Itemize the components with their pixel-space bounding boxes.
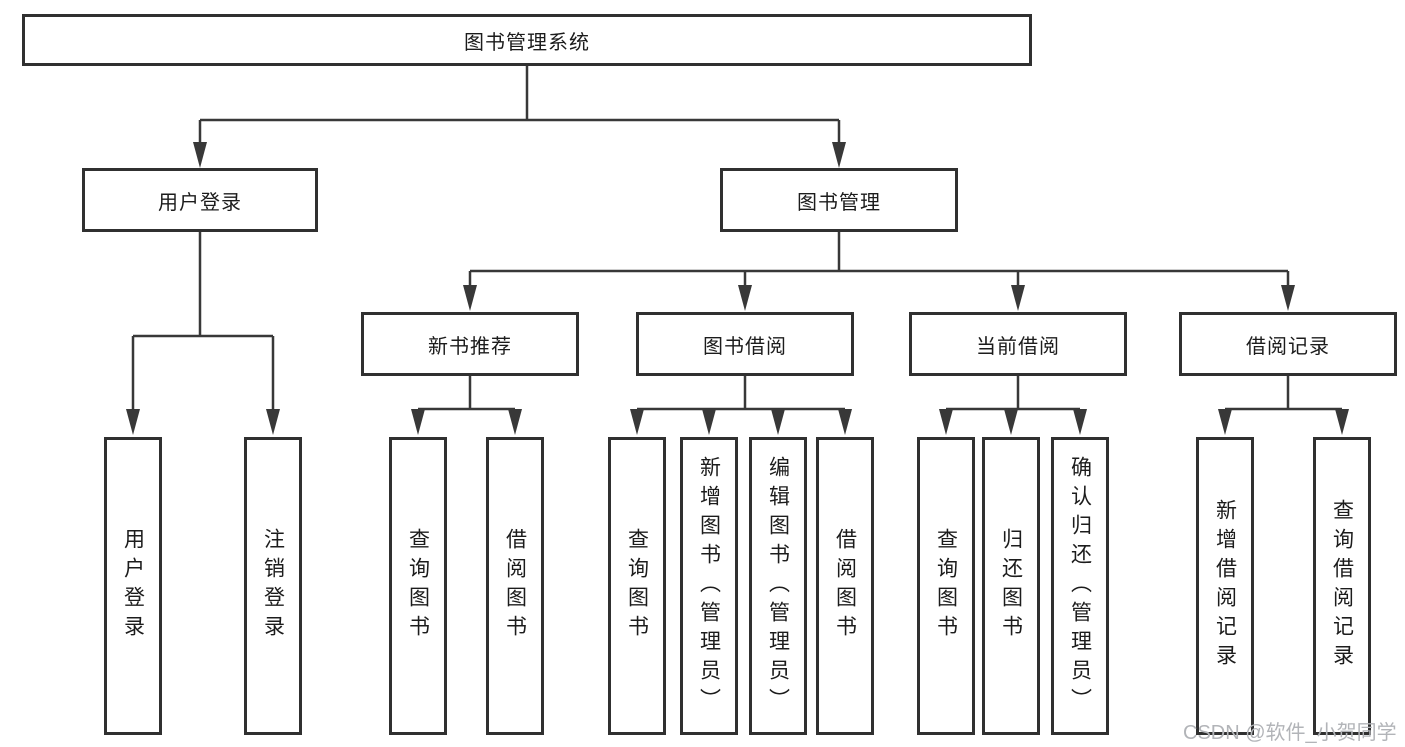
node-root: 图书管理系统 bbox=[22, 14, 1032, 66]
leaf-logout-label: 注销登录 bbox=[261, 528, 285, 644]
leaf-edit-book-admin: 编辑图书（管理员） bbox=[749, 437, 807, 735]
leaf-borrow-books-recommend-label: 借阅图书 bbox=[503, 528, 527, 644]
leaf-return-book: 归还图书 bbox=[982, 437, 1040, 735]
leaf-add-book-admin: 新增图书（管理员） bbox=[680, 437, 738, 735]
node-book-management: 图书管理 bbox=[720, 168, 958, 232]
leaf-query-books-current-label: 查询图书 bbox=[934, 528, 958, 644]
leaf-user-login-label: 用户登录 bbox=[121, 528, 145, 644]
leaf-query-books-recommend: 查询图书 bbox=[389, 437, 447, 735]
leaf-query-books-borrow: 查询图书 bbox=[608, 437, 666, 735]
leaf-confirm-return-admin-label: 确认归还（管理员） bbox=[1068, 455, 1092, 717]
leaf-query-books-current: 查询图书 bbox=[917, 437, 975, 735]
leaf-edit-book-admin-label: 编辑图书（管理员） bbox=[766, 455, 790, 717]
node-user-login: 用户登录 bbox=[82, 168, 318, 232]
node-current-borrowing: 当前借阅 bbox=[909, 312, 1127, 376]
leaf-borrow-books-label: 借阅图书 bbox=[833, 528, 857, 644]
leaf-add-borrow-record: 新增借阅记录 bbox=[1196, 437, 1254, 735]
leaf-query-books-recommend-label: 查询图书 bbox=[406, 528, 430, 644]
node-new-book-recommend: 新书推荐 bbox=[361, 312, 579, 376]
connector-paths bbox=[131, 66, 1344, 413]
node-borrowing-records: 借阅记录 bbox=[1179, 312, 1397, 376]
leaf-borrow-books-recommend: 借阅图书 bbox=[486, 437, 544, 735]
leaf-borrow-books: 借阅图书 bbox=[816, 437, 874, 735]
leaf-return-book-label: 归还图书 bbox=[999, 528, 1023, 644]
leaf-confirm-return-admin: 确认归还（管理员） bbox=[1051, 437, 1109, 735]
leaf-query-books-borrow-label: 查询图书 bbox=[625, 528, 649, 644]
leaf-logout: 注销登录 bbox=[244, 437, 302, 735]
arrowheads bbox=[126, 142, 1349, 435]
leaf-add-book-admin-label: 新增图书（管理员） bbox=[697, 455, 721, 717]
leaf-user-login: 用户登录 bbox=[104, 437, 162, 735]
leaf-query-borrow-record: 查询借阅记录 bbox=[1313, 437, 1371, 735]
leaf-query-borrow-record-label: 查询借阅记录 bbox=[1330, 499, 1354, 673]
leaf-add-borrow-record-label: 新增借阅记录 bbox=[1213, 499, 1237, 673]
node-book-borrowing: 图书借阅 bbox=[636, 312, 854, 376]
watermark: CSDN @软件_小贺同学 bbox=[1183, 722, 1397, 744]
